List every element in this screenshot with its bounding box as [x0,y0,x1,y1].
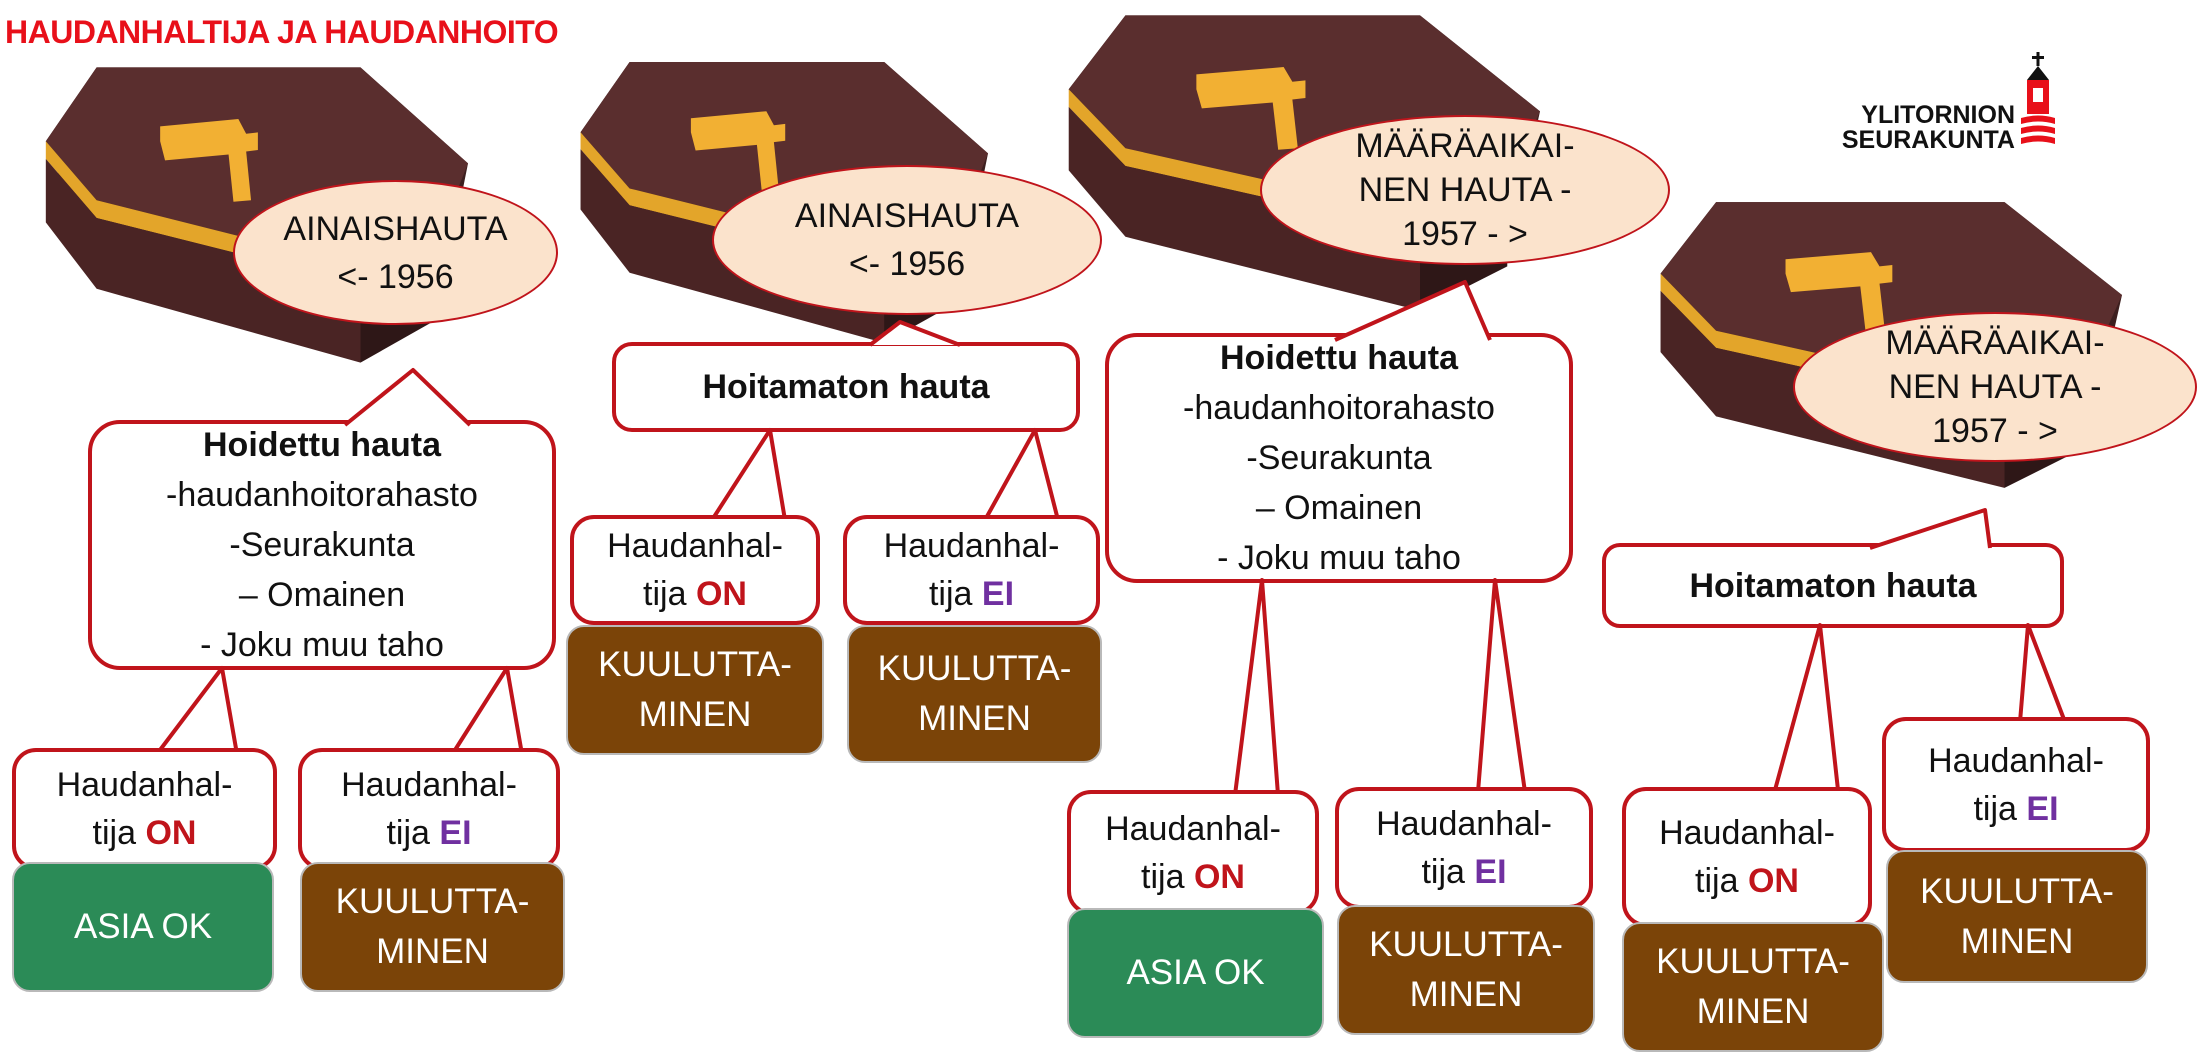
callout-line: -Seurakunta [229,526,415,564]
callout-line: - Joku muu taho [200,626,444,664]
leaf-line2: tija EI [1973,785,2058,833]
callout-heading: Hoidettu hauta [203,426,441,464]
oval-maaraaikainen-4: MÄÄRÄAIKAI- NEN HAUTA - 1957 - > [1793,312,2197,462]
logo-line1: YLITORNION [1861,101,2015,129]
leaf-prefix: tija [1421,853,1475,891]
result-kuuluttaminen-1: KUULUTTA- MINEN [300,862,565,992]
logo-text: YLITORNION SEURAKUNTA [1825,103,2015,153]
hoidettu-hauta-callout-3: Hoidettu hauta -haudanhoitorahasto -Seur… [1105,333,1573,583]
hoitamaton-hauta-callout-4: Hoitamaton hauta [1602,543,2064,628]
oval-maaraaikainen-3: MÄÄRÄAIKAI- NEN HAUTA - 1957 - > [1260,115,1670,265]
callout-line: -Seurakunta [1246,439,1432,477]
result-line: KUULUTTA- [1920,871,2114,911]
oval-line: <- 1956 [337,257,454,296]
logo-line2: SEURAKUNTA [1841,126,2015,154]
callout-heading: Hoitamaton hauta [702,368,990,406]
callout-line: -haudanhoitorahasto [1183,389,1495,427]
haudanhaltija-on-box-4: Haudanhal- tija ON [1622,787,1872,927]
oval-line: <- 1956 [848,245,966,283]
result-line: KUULUTTA- [598,645,792,684]
result-line: MINEN [1696,992,1810,1031]
church-tower-icon [2021,52,2055,144]
leaf-line2: tija ON [93,809,197,857]
callout-line: – Omainen [1255,489,1423,527]
leaf-label: Haudanhal- [56,766,233,804]
leaf-prefix: tija [92,814,146,852]
leaf-line2: tija ON [1141,853,1245,901]
callout-heading: Hoidettu hauta [1220,339,1458,377]
leaf-prefix: tija [1695,862,1748,900]
flag-on: ON [1193,857,1245,896]
callout-line: -haudanhoitorahasto [166,476,478,514]
result-line: MINEN [376,932,489,971]
leaf-prefix: tija [1141,857,1194,896]
leaf-line2: tija ON [1695,857,1799,905]
result-line: KUULUTTA- [877,649,1072,688]
page-title: HAUDANHALTIJA JA HAUDANHOITO [5,14,559,50]
result-asia-ok-3: ASIA OK [1067,908,1324,1038]
oval-ainaishauta-1: AINAISHAUTA <- 1956 [233,180,558,325]
leaf-line2: tija EI [1421,848,1506,896]
flag-on: ON [695,575,747,613]
flag-on: ON [1747,862,1799,900]
result-kuuluttaminen-2b: KUULUTTA- MINEN [847,625,1102,763]
result-kuuluttaminen-4a: KUULUTTA- MINEN [1622,922,1884,1052]
oval-line: 1957 - > [1402,215,1528,253]
leaf-line2: tija ON [643,570,747,618]
leaf-line2: tija EI [929,570,1014,618]
oval-line: AINAISHAUTA [794,197,1020,235]
leaf-label: Haudanhal- [883,527,1060,565]
result-kuuluttaminen-4b: KUULUTTA- MINEN [1886,850,2148,983]
haudanhaltija-ei-box-3: Haudanhal- tija EI [1335,787,1593,909]
leaf-prefix: tija [643,575,696,613]
leaf-label: Haudanhal- [1376,805,1552,843]
haudanhaltija-on-box-3: Haudanhal- tija ON [1067,790,1319,915]
result-line: ASIA OK [1126,953,1265,992]
result-line: MINEN [1409,975,1523,1014]
result-line: KUULUTTA- [1656,942,1850,981]
haudanhaltija-ei-box-4: Haudanhal- tija EI [1882,717,2150,852]
result-asia-ok-1: ASIA OK [12,862,274,992]
leaf-label: Haudanhal- [1928,741,2104,780]
callout-heading: Hoitamaton hauta [1689,566,1977,605]
result-kuuluttaminen-2a: KUULUTTA- MINEN [566,625,824,755]
oval-line: 1957 - > [1932,412,2058,450]
result-line: MINEN [918,699,1031,738]
hoitamaton-hauta-callout-2: Hoitamaton hauta [612,342,1080,432]
oval-line: MÄÄRÄAIKAI- [1355,127,1575,165]
leaf-label: Haudanhal- [1105,809,1281,848]
flag-ei: EI [1474,853,1507,891]
leaf-prefix: tija [386,814,440,852]
oval-line: NEN HAUTA - [1358,171,1572,209]
flag-ei: EI [439,814,472,852]
flag-ei: EI [981,575,1015,613]
leaf-line2: tija EI [386,809,471,857]
ylitornion-seurakunta-logo: YLITORNION SEURAKUNTA [1825,50,2075,160]
haudanhaltija-on-box-1: Haudanhal- tija ON [12,748,277,870]
hoidettu-hauta-callout-1: Hoidettu hauta -haudanhoitorahasto -Seur… [88,420,556,670]
result-line: ASIA OK [73,907,213,946]
leaf-prefix: tija [928,575,982,613]
haudanhaltija-ei-box-1: Haudanhal- tija EI [298,748,560,870]
result-line: MINEN [638,695,752,734]
flag-on: ON [145,814,197,852]
haudanhaltija-on-box-2: Haudanhal- tija ON [570,515,820,625]
oval-line: MÄÄRÄAIKAI- [1885,324,2105,362]
leaf-label: Haudanhal- [607,527,783,565]
result-kuuluttaminen-3: KUULUTTA- MINEN [1337,905,1595,1035]
leaf-label: Haudanhal- [1659,814,1835,852]
callout-line: – Omainen [238,576,406,614]
oval-line: NEN HAUTA - [1888,368,2102,406]
oval-ainaishauta-2: AINAISHAUTA <- 1956 [712,165,1102,315]
callout-line: - Joku muu taho [1217,539,1461,577]
leaf-prefix: tija [1973,789,2027,828]
result-line: KUULUTTA- [335,882,530,921]
result-line: MINEN [1960,921,2074,961]
result-line: KUULUTTA- [1369,925,1563,964]
haudanhaltija-ei-box-2: Haudanhal- tija EI [843,515,1100,625]
leaf-label: Haudanhal- [341,766,517,804]
flag-ei: EI [2026,789,2059,828]
oval-line: AINAISHAUTA [283,209,508,248]
